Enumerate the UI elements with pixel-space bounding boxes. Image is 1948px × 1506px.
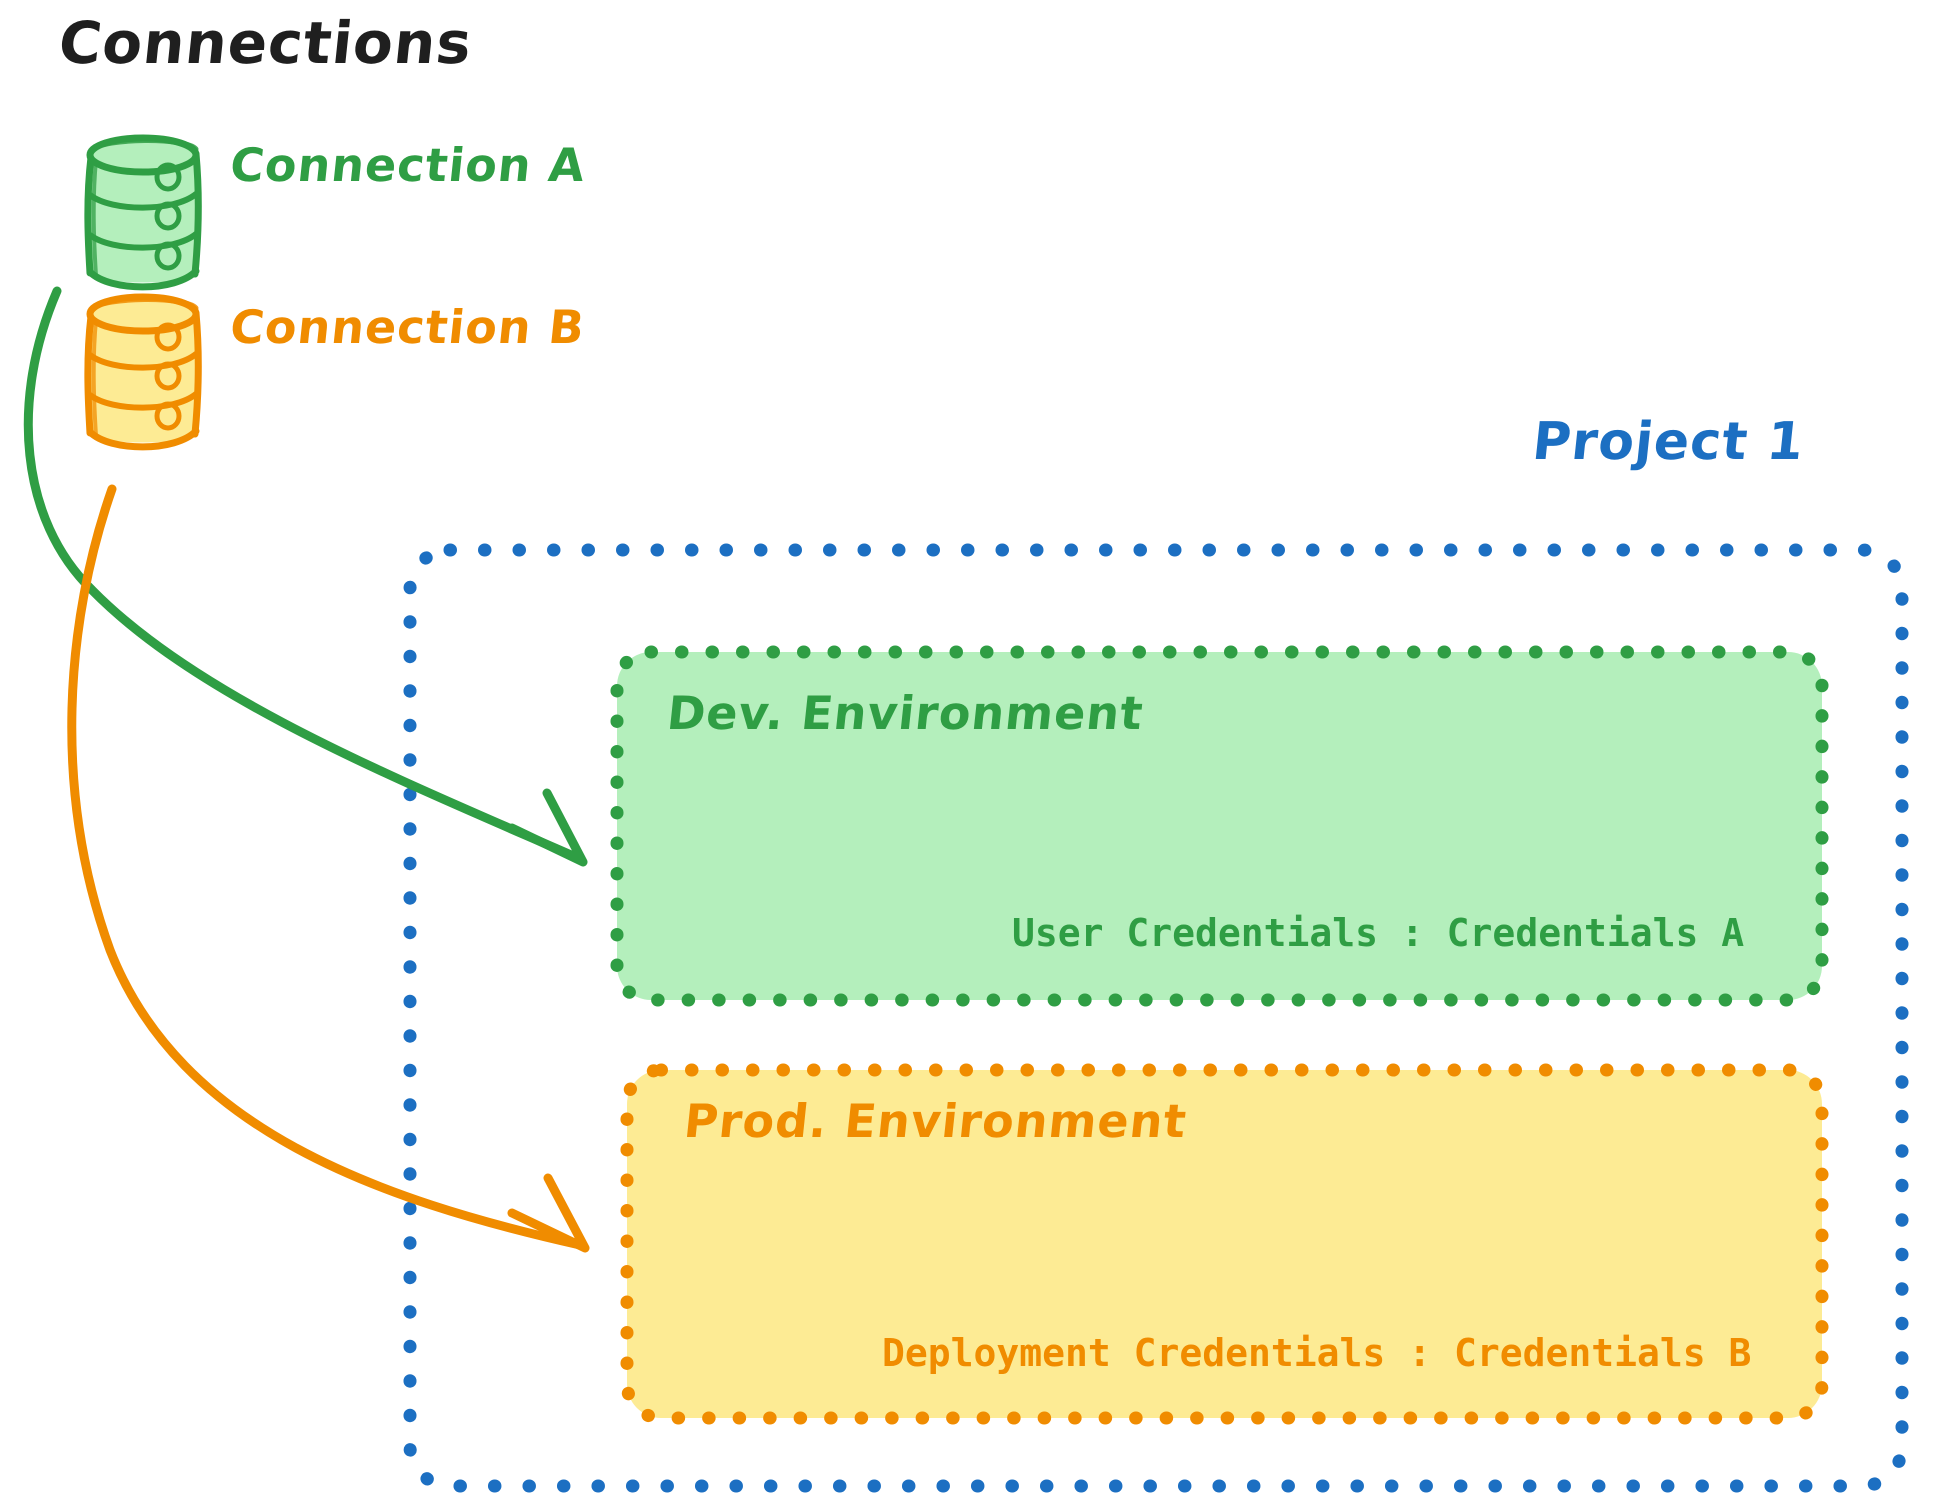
database-cylinder-icon-a[interactable]: [84, 134, 202, 291]
prod-environment-title: Prod. Environment: [681, 1094, 1190, 1148]
prod-environment-box[interactable]: [620, 1063, 1829, 1425]
project-title-label: Project 1: [1529, 412, 1808, 472]
dev-environment-box[interactable]: [610, 645, 1829, 1007]
arrow-connection-a-to-dev: [23, 286, 588, 867]
dev-environment-credentials: User Credentials : Credentials A: [1012, 911, 1745, 955]
dev-environment-title: Dev. Environment: [664, 686, 1147, 740]
arrow-connection-b-to-prod: [67, 484, 590, 1253]
project-container-border[interactable]: [403, 543, 1909, 1493]
page-title: Connections: [55, 9, 476, 77]
connection-b-label[interactable]: Connection B: [227, 300, 588, 354]
database-cylinder-icon-b[interactable]: [84, 293, 202, 451]
prod-environment-credentials: Deployment Credentials : Credentials B: [882, 1331, 1752, 1375]
connection-a-label[interactable]: Connection A: [227, 138, 589, 192]
